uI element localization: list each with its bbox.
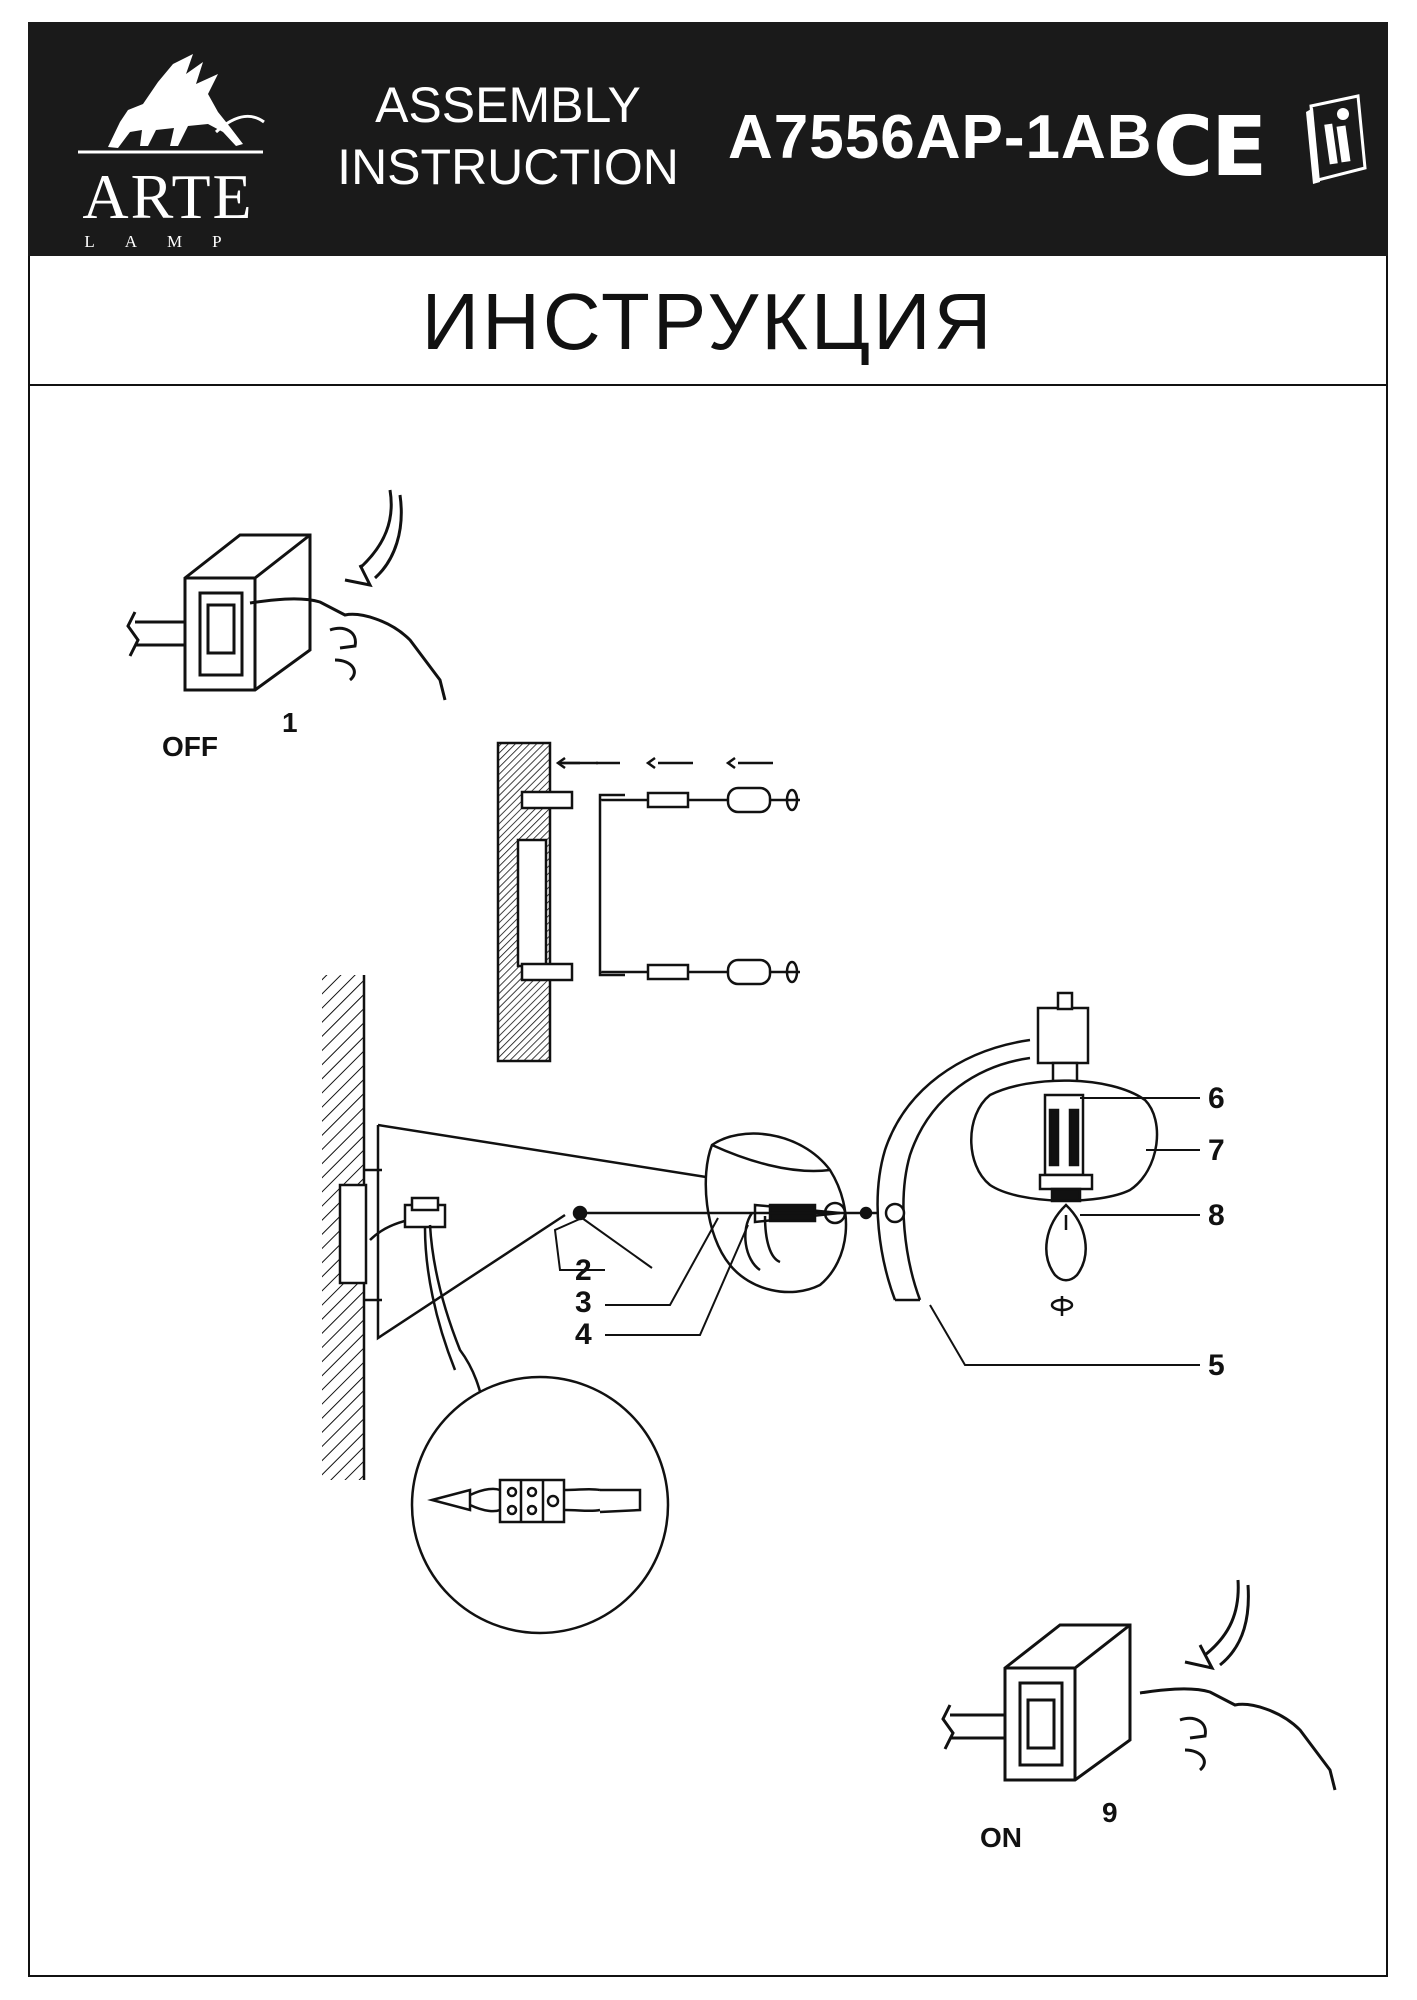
document-type: ASSEMBLY INSTRUCTION xyxy=(328,74,688,198)
part-8-label: 8 xyxy=(1208,1199,1225,1232)
step-9-number: 9 xyxy=(1102,1797,1118,1828)
switch-off-label: OFF xyxy=(162,731,218,762)
part-7-label: 7 xyxy=(1208,1134,1225,1167)
part-5-label: 5 xyxy=(1208,1349,1225,1382)
model-number: A7556AP-1AB xyxy=(728,103,1153,172)
wall-plate-projection xyxy=(369,1123,726,1411)
canopy xyxy=(572,1132,945,1294)
step-1-number: 1 xyxy=(282,707,298,738)
ce-mark-icon: CE xyxy=(1153,100,1267,195)
header-band: ARTE LAMP ASSEMBLY INSTRUCTION A7556AP-1… xyxy=(28,22,1388,256)
part-6-label: 6 xyxy=(1208,1082,1225,1115)
part-4-label: 4 xyxy=(575,1318,592,1351)
leader-lines xyxy=(553,1097,1200,1366)
page-title: ИНСТРУКЦИЯ xyxy=(421,277,995,366)
brand-logo: ARTE LAMP xyxy=(68,52,288,251)
document-type-line-2: INSTRUCTION xyxy=(337,139,679,195)
griffin-logo-icon xyxy=(78,54,265,154)
read-manual-icon xyxy=(1306,94,1367,184)
mounting-bracket xyxy=(496,741,800,1063)
part-3-label: 3 xyxy=(575,1286,592,1319)
wire-connector-detail xyxy=(410,1375,670,1635)
switch-on-illustration xyxy=(941,1579,1337,1791)
document-type-line-1: ASSEMBLY xyxy=(375,77,641,133)
brand-subtitle: LAMP xyxy=(84,232,252,251)
title-band: ИНСТРУКЦИЯ xyxy=(28,256,1388,386)
wall-section xyxy=(322,975,382,1480)
switch-off-illustration xyxy=(126,489,447,701)
brand-name: ARTE xyxy=(82,161,254,232)
switch-on-label: ON xyxy=(980,1822,1022,1853)
lamp-arm-and-shade xyxy=(876,991,1159,1316)
part-2-label: 2 xyxy=(575,1254,592,1287)
